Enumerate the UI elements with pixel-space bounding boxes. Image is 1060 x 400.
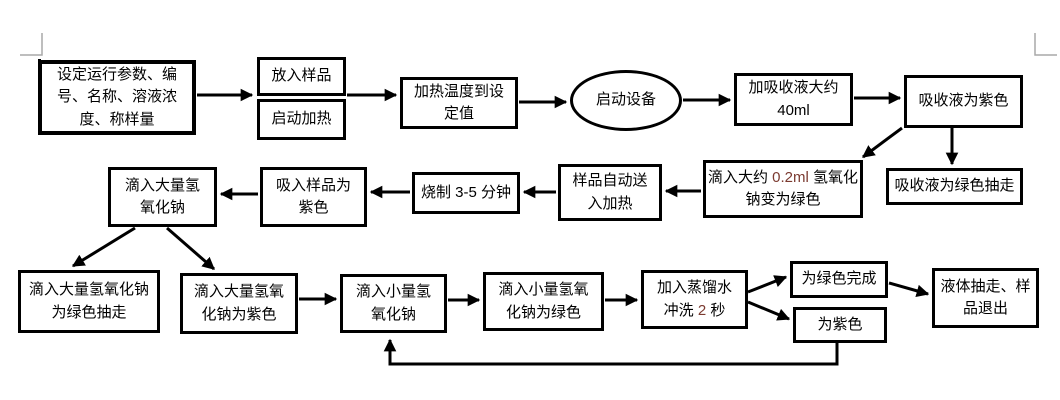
node-liquid-removed-sample-out-label: 液体抽走、样品退出 (940, 277, 1031, 318)
node-start-device[interactable]: 启动设备 (570, 70, 682, 131)
node-burn-3-5-min-label: 烧制 3-5 分钟 (420, 183, 511, 201)
node-add-absorbent-label: 加吸收液大约 40ml (748, 79, 839, 119)
node-start-heating-label: 启动加热 (271, 110, 332, 128)
node-large-naoh-purple-label: 滴入大量氢氧化钠为紫色 (193, 283, 284, 323)
node-large-naoh-green-removed-label: 滴入大量氢氧化钠为绿色抽走 (28, 281, 149, 321)
node-set-params-label: 设定运行参数、编号、名称、溶液浓度、称样量 (56, 65, 177, 128)
node-green-done-label: 为绿色完成 (801, 270, 877, 288)
arrow-drop-large-naoh-to-green-removed (71, 226, 136, 268)
node-sample-auto-heat[interactable]: 样品自动送入加热 (558, 164, 662, 221)
node-heat-to-setpoint[interactable]: 加热温度到设定值 (400, 77, 518, 129)
node-distilled-water-rinse-label: 加入蒸馏水 冲洗 2 秒 (656, 279, 732, 319)
node-drop-02ml-naoh-green[interactable]: 滴入大约 0.2ml 氢氧化钠变为绿色 (703, 160, 863, 218)
node-purple[interactable]: 为紫色 (793, 307, 887, 343)
node-liquid-removed-sample-out[interactable]: 液体抽走、样品退出 (932, 268, 1039, 328)
node-sample-auto-heat-label: 样品自动送入加热 (572, 172, 648, 212)
node-small-naoh-green[interactable]: 滴入小量氢氧化钠为绿色 (483, 272, 604, 331)
arrow-drop-large-naoh-to-purple (166, 226, 215, 271)
node-heat-to-setpoint-label: 加热温度到设定值 (413, 82, 504, 123)
node-green-done[interactable]: 为绿色完成 (790, 261, 888, 298)
arrow-absorbent-purple-to-drop-02ml (861, 126, 903, 159)
node-distilled-water-rinse[interactable]: 加入蒸馏水 冲洗 2 秒 (641, 270, 748, 329)
node-insert-sample[interactable]: 放入样品 (257, 57, 346, 96)
numeral-02ml: 0.2ml (772, 168, 809, 186)
node-burn-3-5-min[interactable]: 烧制 3-5 分钟 (412, 172, 520, 214)
node-drop-large-naoh[interactable]: 滴入大量氢氧化钠 (108, 167, 217, 227)
node-large-naoh-green-removed[interactable]: 滴入大量氢氧化钠为绿色抽走 (18, 270, 160, 333)
node-start-device-label: 启动设备 (595, 91, 656, 109)
page-corner-mark-right-icon (1034, 33, 1057, 56)
arrow-purple-feedback-to-drop-small (383, 338, 839, 366)
page-corner-mark-left-icon (20, 33, 43, 56)
arrow-green-done-to-liquid-removed (888, 281, 930, 297)
node-absorbent-purple[interactable]: 吸收液为紫色 (904, 75, 1023, 128)
node-absorbent-green-removed[interactable]: 吸收液为绿色抽走 (886, 168, 1023, 205)
node-absorbent-purple-label: 吸收液为紫色 (918, 92, 1009, 110)
node-insert-sample-label: 放入样品 (271, 67, 332, 85)
arrow-distilled-water-to-purple (747, 300, 791, 321)
node-sample-purple-label: 吸入样品为紫色 (275, 176, 351, 217)
node-small-naoh-green-label: 滴入小量氢氧化钠为绿色 (498, 281, 589, 321)
node-set-params[interactable]: 设定运行参数、编号、名称、溶液浓度、称样量 (38, 60, 196, 135)
node-sample-purple[interactable]: 吸入样品为紫色 (260, 167, 367, 227)
node-start-heating[interactable]: 启动加热 (257, 99, 346, 140)
node-drop-02ml-naoh-green-label: 滴入大约 0.2ml 氢氧化钠变为绿色 (707, 168, 859, 209)
node-drop-large-naoh-label: 滴入大量氢氧化钠 (124, 176, 200, 217)
node-absorbent-green-removed-label: 吸收液为绿色抽走 (894, 177, 1015, 195)
node-add-absorbent[interactable]: 加吸收液大约 40ml (734, 73, 853, 126)
node-large-naoh-purple[interactable]: 滴入大量氢氧化钠为紫色 (180, 273, 298, 334)
numeral-rinse-seconds: 2 (697, 301, 707, 319)
node-drop-small-naoh-label: 滴入小量氢氧化钠 (355, 283, 431, 323)
node-drop-small-naoh[interactable]: 滴入小量氢氧化钠 (340, 274, 447, 333)
node-purple-label: 为紫色 (817, 315, 863, 333)
arrow-distilled-water-to-green-done (747, 275, 788, 294)
